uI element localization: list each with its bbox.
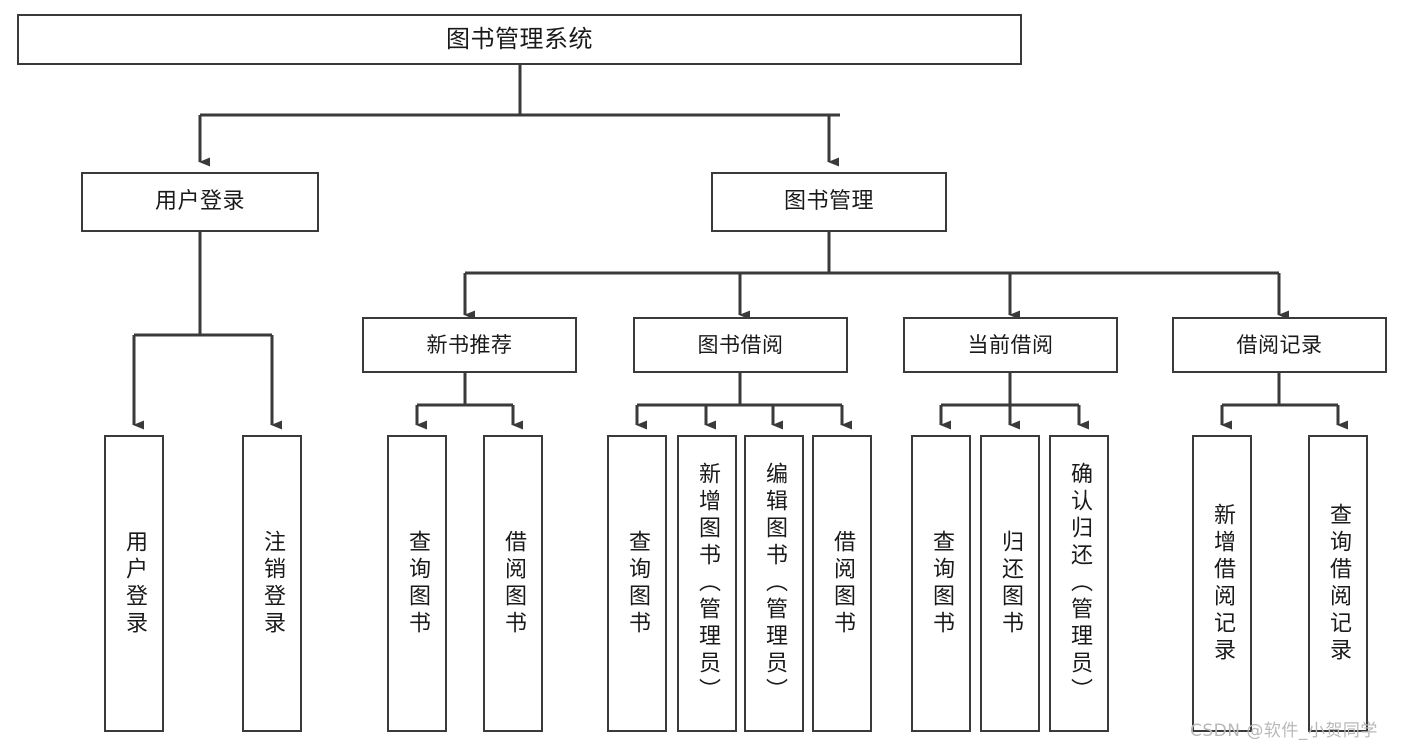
node-leaf-label: 归还图书 (998, 529, 1023, 638)
node-current-borrow[interactable]: 当前借阅 (903, 317, 1118, 373)
node-leaf-label: 借阅图书 (501, 529, 526, 638)
node-root-book-management-system[interactable]: 图书管理系统 (17, 14, 1022, 65)
node-leaf-new-book-borrow[interactable]: 借阅图书 (483, 435, 543, 732)
node-borrow-records-label: 借阅记录 (1236, 332, 1323, 357)
node-user-login-label: 用户登录 (154, 189, 245, 215)
node-leaf-current-return[interactable]: 归还图书 (980, 435, 1040, 732)
node-leaf-label: 查询图书 (405, 529, 430, 638)
node-leaf-user-login-signin[interactable]: 用户登录 (104, 435, 164, 732)
node-borrow-records[interactable]: 借阅记录 (1172, 317, 1387, 373)
node-leaf-borrow-query[interactable]: 查询图书 (607, 435, 667, 732)
node-leaf-records-add[interactable]: 新增借阅记录 (1192, 435, 1252, 732)
node-leaf-label: 查询借阅记录 (1326, 502, 1351, 665)
node-leaf-label: 用户登录 (122, 529, 147, 638)
node-leaf-label: 编辑图书（管理员） (762, 462, 787, 705)
node-book-borrow-label: 图书借阅 (697, 332, 784, 357)
node-root-label: 图书管理系统 (446, 24, 593, 53)
node-new-book-recommend-label: 新书推荐 (426, 332, 513, 357)
node-leaf-user-login-signout[interactable]: 注销登录 (242, 435, 302, 732)
node-leaf-current-query[interactable]: 查询图书 (911, 435, 971, 732)
node-book-borrow[interactable]: 图书借阅 (633, 317, 848, 373)
node-current-borrow-label: 当前借阅 (967, 332, 1054, 357)
node-leaf-records-query[interactable]: 查询借阅记录 (1308, 435, 1368, 732)
node-leaf-borrow-borrow-book[interactable]: 借阅图书 (812, 435, 872, 732)
node-leaf-label: 查询图书 (625, 529, 650, 638)
node-leaf-borrow-edit-book[interactable]: 编辑图书（管理员） (744, 435, 804, 732)
node-leaf-label: 借阅图书 (830, 529, 855, 638)
node-book-management-label: 图书管理 (783, 189, 874, 215)
node-leaf-label: 查询图书 (929, 529, 954, 638)
node-leaf-current-confirm-return[interactable]: 确认归还（管理员） (1049, 435, 1109, 732)
node-leaf-label: 确认归还（管理员） (1067, 462, 1092, 705)
node-leaf-label: 注销登录 (260, 529, 285, 638)
node-user-login[interactable]: 用户登录 (81, 172, 319, 232)
node-leaf-label: 新增借阅记录 (1210, 502, 1235, 665)
node-leaf-new-book-query[interactable]: 查询图书 (387, 435, 447, 732)
node-leaf-borrow-add-book[interactable]: 新增图书（管理员） (677, 435, 737, 732)
node-leaf-label: 新增图书（管理员） (695, 462, 720, 705)
node-book-management[interactable]: 图书管理 (711, 172, 947, 232)
node-new-book-recommend[interactable]: 新书推荐 (362, 317, 577, 373)
